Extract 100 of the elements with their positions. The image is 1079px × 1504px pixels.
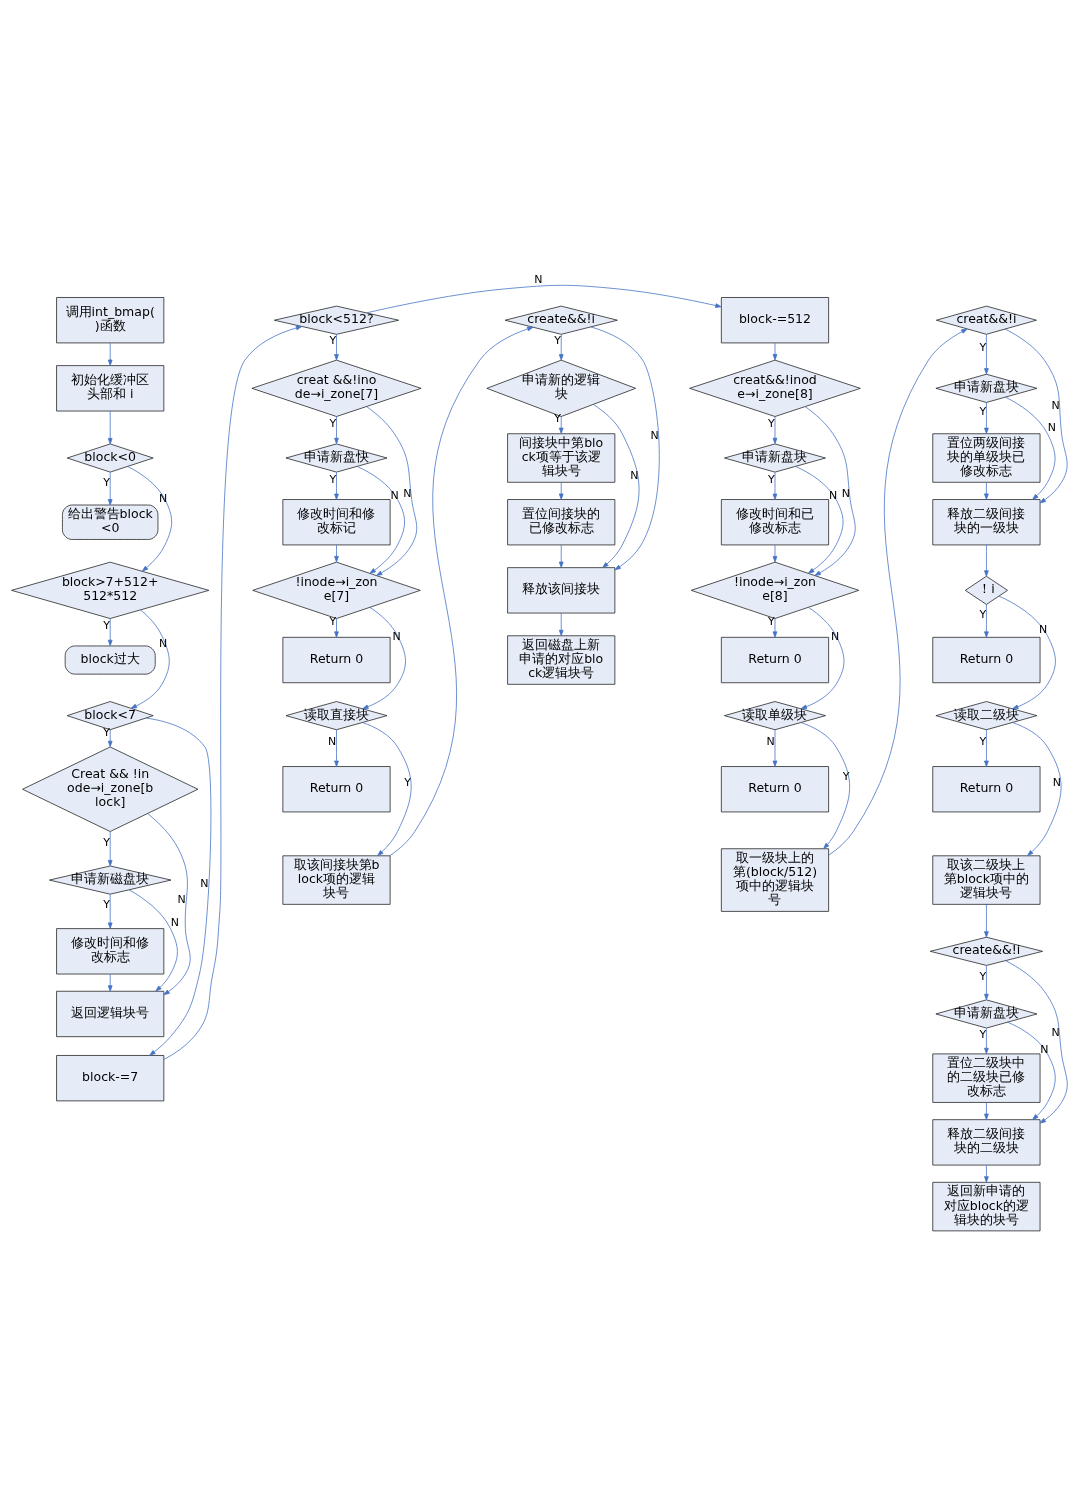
node-diamond: block<512? — [273, 305, 400, 335]
edge-label: Y — [979, 404, 987, 418]
arrow — [558, 544, 564, 568]
edge-label: Y — [554, 333, 562, 347]
arrow — [366, 284, 722, 313]
edge-label: N — [1040, 1042, 1049, 1056]
arrow — [366, 405, 418, 576]
arrow — [804, 405, 856, 576]
arrow — [800, 721, 851, 849]
node-box: 置位间接块的已修改标志 — [507, 498, 616, 545]
node-box: Return 0 — [720, 636, 829, 683]
arrow — [356, 465, 405, 574]
edge-label: N — [1039, 622, 1048, 636]
edge-label: N — [1047, 420, 1057, 434]
edge-label: Y — [103, 475, 111, 488]
arrow — [800, 606, 845, 709]
edge-label: Y — [768, 472, 775, 486]
arrow — [145, 717, 212, 1056]
arrow — [772, 471, 778, 500]
node-diamond: 读取直接块 — [285, 700, 388, 730]
arrow — [984, 1027, 989, 1054]
arrow — [334, 471, 339, 500]
node-box: 取该二级块上第block项中的逻辑块号 — [932, 854, 1041, 905]
edge-label: Y — [842, 769, 850, 783]
edge-label: Y — [979, 969, 987, 983]
edge-label: Y — [329, 416, 337, 430]
edge-label: N — [159, 491, 168, 505]
node-diamond: create&&!i — [929, 936, 1043, 966]
node-box: 取该间接块第block项的逻辑块号 — [282, 854, 391, 905]
edge-label: Y — [979, 734, 987, 748]
arrow — [130, 609, 170, 709]
arrow — [984, 401, 989, 434]
node-box: 置位二级块中的二级块已修改标志 — [932, 1053, 1041, 1103]
arrow — [1007, 1021, 1056, 1120]
arrow — [772, 729, 778, 767]
arrow — [558, 612, 564, 636]
node-box: 间接块中第block项等于该逻辑块号 — [507, 432, 616, 483]
arrow — [593, 403, 640, 568]
edge-label: Y — [979, 607, 987, 621]
edge-label: N — [403, 486, 412, 500]
node-diamond: 申请新磁盘块 — [49, 865, 172, 895]
arrow — [984, 333, 989, 374]
node-box: 释放二级间接块的二级块 — [932, 1118, 1041, 1165]
node-box: 取一级块上的第(block/512)项中的逻辑块号 — [720, 847, 829, 912]
arrow — [128, 888, 178, 991]
arrow — [1004, 328, 1068, 503]
arrow — [590, 326, 660, 570]
arrow — [984, 481, 989, 500]
node-box: block-=7 — [56, 1054, 165, 1101]
edge-label: N — [390, 488, 399, 502]
arrow — [772, 617, 778, 638]
arrow — [558, 481, 564, 500]
arrow — [362, 606, 406, 709]
edge-label: N — [170, 915, 179, 929]
edge-label: N — [1051, 1025, 1060, 1039]
arrow — [984, 544, 989, 577]
arrow — [163, 325, 303, 1060]
node-diamond: Creat && !inode→i_zone[block] — [22, 746, 199, 832]
arrow — [147, 812, 191, 995]
edge-label: Y — [103, 618, 111, 632]
arrow — [107, 342, 113, 366]
edge-label: N — [841, 486, 850, 500]
arrow — [984, 603, 989, 638]
arrow — [334, 415, 339, 444]
node-diamond: 读取单级块 — [724, 700, 826, 730]
node-box: Return 0 — [282, 765, 391, 812]
arrow — [998, 595, 1056, 709]
node-diamond: 申请新盘块 — [724, 443, 826, 472]
arrow — [107, 830, 113, 866]
arrow — [389, 326, 534, 856]
node-box: 修改时间和修改标记 — [282, 498, 391, 545]
node-diamond: 申请新盘快 — [285, 443, 388, 472]
node-diamond: 申请新盘块 — [935, 999, 1038, 1028]
node-box: 调用int_bmap()函数 — [56, 296, 165, 343]
node-box: 修改时间和已修改标志 — [720, 498, 829, 545]
arrow — [772, 544, 778, 562]
node-box: block过大 — [64, 645, 156, 674]
node-box: 释放二级间接块的一级块 — [932, 498, 1041, 545]
node-box: 修改时间和修改标志 — [56, 927, 165, 974]
arrow — [772, 342, 778, 360]
edge-label: Y — [103, 897, 111, 911]
arrow — [772, 415, 778, 444]
arrow — [362, 721, 412, 856]
node-diamond: block<0 — [66, 443, 154, 472]
edge-label: Y — [768, 416, 775, 430]
node-box: 返回新申请的对应block的逻辑块的块号 — [932, 1181, 1041, 1231]
node-box: 释放该间接块 — [507, 566, 616, 613]
arrow — [558, 415, 564, 434]
arrow — [107, 471, 113, 505]
edge-label: Y — [979, 1027, 987, 1041]
arrow — [107, 410, 113, 444]
node-diamond: block>7+512+512*512 — [11, 561, 210, 619]
arrow — [107, 617, 113, 646]
arrow — [334, 544, 339, 562]
arrow — [984, 964, 989, 1000]
arrow — [984, 1164, 989, 1183]
edge-label: N — [630, 468, 639, 482]
node-box: 置位两级间接块的单级块已修改标志 — [932, 432, 1041, 483]
node-diamond: creat&&!inode→i_zone[8] — [689, 359, 861, 417]
node-box: 返回逻辑块号 — [56, 990, 165, 1037]
